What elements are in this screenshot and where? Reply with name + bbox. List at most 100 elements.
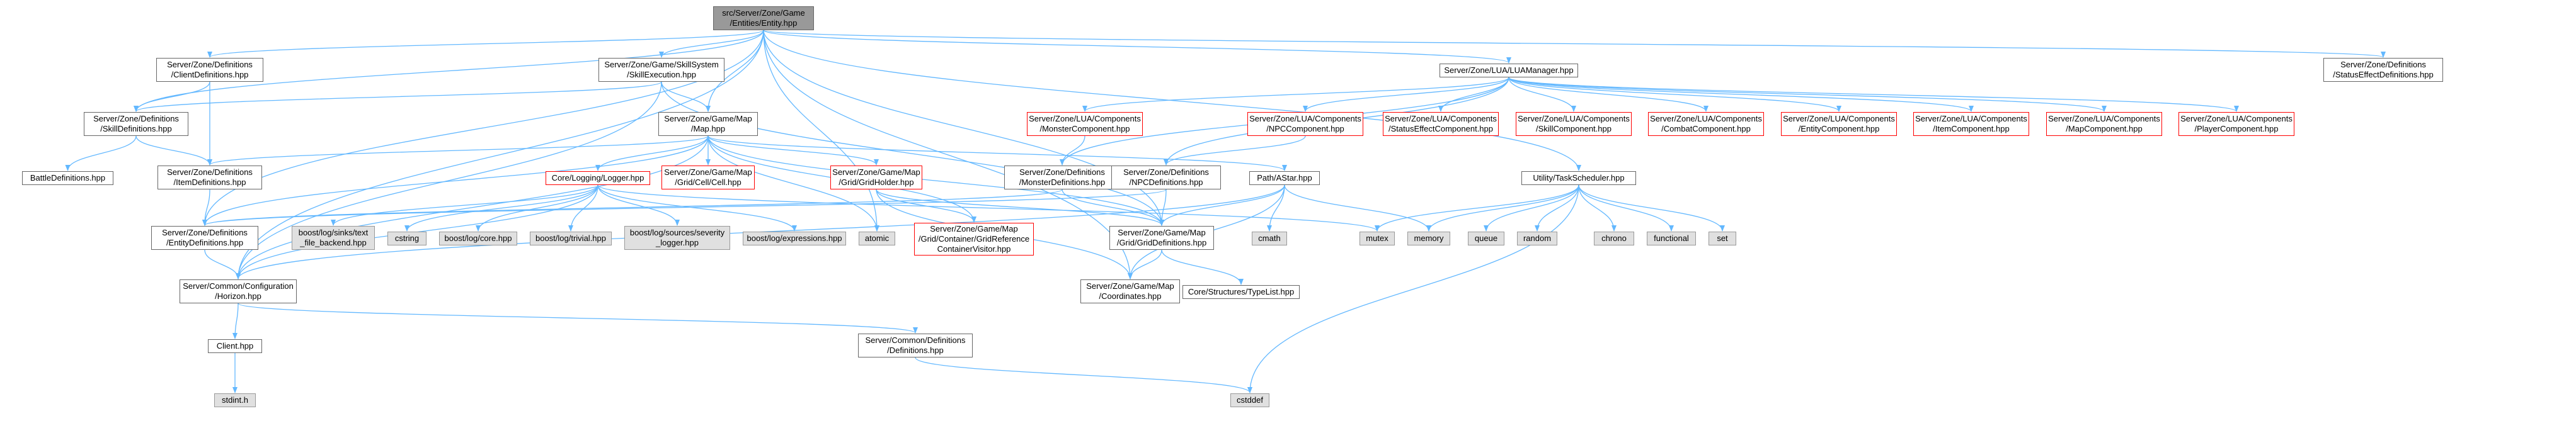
edge-luamgr-to-playercomp [1508, 77, 2239, 112]
node-statuseffdef[interactable]: Server/Zone/Definitions /StatusEffectDef… [2323, 58, 2443, 82]
edge-entity-to-skilldef [134, 30, 764, 112]
edge-skillexec-to-griddef [661, 81, 1164, 226]
node-trivial[interactable]: boost/log/trivial.hpp [530, 232, 612, 245]
edge-luamgr-to-itemcomp [1508, 77, 1974, 112]
node-cstddef[interactable]: cstddef [1230, 393, 1269, 407]
edge-tasksched-to-memory [1426, 184, 1579, 232]
node-griddef[interactable]: Server/Zone/Game/Map /Grid/GridDefinitio… [1109, 226, 1214, 250]
node-luamgr[interactable]: Server/Zone/LUA/LUAManager.hpp [1440, 64, 1578, 77]
edge-logger-to-trivial [568, 184, 598, 232]
node-statuscomp[interactable]: Server/Zone/LUA/Components /StatusEffect… [1383, 112, 1499, 136]
edge-luamgr-to-combatcomp [1508, 77, 1709, 112]
node-chrono[interactable]: chrono [1594, 232, 1634, 245]
edge-skillexec-to-map [661, 81, 711, 112]
edge-npcdef-to-entitydef [202, 189, 1167, 226]
edge-horizon-to-client [232, 303, 239, 339]
node-clientdef[interactable]: Server/Zone/Definitions /ClientDefinitio… [156, 58, 263, 82]
node-itemcomp[interactable]: Server/Zone/LUA/Components /ItemComponen… [1913, 112, 2029, 136]
node-tasksched[interactable]: Utility/TaskScheduler.hpp [1521, 171, 1636, 185]
node-monsterdef[interactable]: Server/Zone/Definitions /MonsterDefiniti… [1004, 166, 1120, 189]
edge-tasksched-to-chrono [1578, 184, 1617, 232]
node-entitycomp[interactable]: Server/Zone/LUA/Components /EntityCompon… [1781, 112, 1897, 136]
node-battledef[interactable]: BattleDefinitions.hpp [22, 171, 113, 185]
edge-logger-to-mutex [597, 184, 1380, 232]
node-typelist[interactable]: Core/Structures/TypeList.hpp [1182, 285, 1300, 299]
node-functional[interactable]: functional [1647, 232, 1696, 245]
edge-luamgr-to-statuscomp [1438, 77, 1509, 112]
node-logcore[interactable]: boost/log/core.hpp [439, 232, 517, 245]
node-itemdef[interactable]: Server/Zone/Definitions /ItemDefinitions… [157, 166, 262, 189]
edge-gridholder-to-visitor [876, 189, 976, 223]
edge-luamgr-to-monstercomp [1082, 77, 1509, 112]
node-astar[interactable]: Path/AStar.hpp [1249, 171, 1320, 185]
node-commondef[interactable]: Server/Common/Definitions /Definitions.h… [858, 334, 973, 357]
edge-griddef-to-typelist [1161, 249, 1244, 285]
node-monstercomp[interactable]: Server/Zone/LUA/Components /MonsterCompo… [1027, 112, 1143, 136]
edge-entity-to-atomic [763, 30, 879, 232]
node-skillcomp[interactable]: Server/Zone/LUA/Components /SkillCompone… [1516, 112, 1632, 136]
node-combatcomp[interactable]: Server/Zone/LUA/Components /CombatCompon… [1648, 112, 1764, 136]
edge-skilldef-to-battledef [65, 135, 137, 171]
edge-map-to-horizon [236, 135, 709, 279]
edge-tasksched-to-set [1578, 184, 1725, 232]
node-mutex[interactable]: mutex [1360, 232, 1395, 245]
edge-tasksched-to-random [1535, 184, 1579, 232]
edge-entitydef-to-horizon [204, 249, 241, 279]
edge-entity-to-statuseffdef [763, 30, 2385, 58]
edge-map-to-astar [707, 135, 1287, 171]
node-cell[interactable]: Server/Zone/Game/Map /Grid/Cell/Cell.hpp [661, 166, 755, 189]
node-random[interactable]: random [1517, 232, 1557, 245]
edge-luamgr-to-entitycomp [1508, 77, 1841, 112]
edge-astar-to-cmath [1267, 184, 1285, 232]
node-npcdef[interactable]: Server/Zone/Definitions /NPCDefinitions.… [1111, 166, 1221, 189]
node-visitor[interactable]: Server/Zone/Game/Map /Grid/Container/Gri… [914, 223, 1034, 256]
node-entity[interactable]: src/Server/Zone/Game /Entities/Entity.hp… [713, 6, 814, 30]
edge-logger-to-severity [597, 184, 680, 226]
edge-skillexec-to-horizon [236, 81, 662, 279]
edge-entity-to-horizon [236, 30, 764, 279]
node-cstring[interactable]: cstring [387, 232, 426, 245]
edge-logger-to-sinks [331, 184, 598, 226]
edge-skillexec-to-skilldef [134, 81, 662, 112]
node-skilldef[interactable]: Server/Zone/Definitions /SkillDefinition… [84, 112, 188, 136]
node-logger[interactable]: Core/Logging/Logger.hpp [546, 171, 650, 185]
edge-map-to-logger [595, 135, 709, 171]
node-memory[interactable]: memory [1407, 232, 1450, 245]
node-map[interactable]: Server/Zone/Game/Map /Map.hpp [658, 112, 758, 136]
edge-astar-to-griddef [1159, 184, 1285, 226]
edge-commondef-to-cstddef [915, 357, 1252, 393]
node-coords[interactable]: Server/Zone/Game/Map /Coordinates.hpp [1080, 279, 1180, 303]
edge-tasksched-to-functional [1578, 184, 1674, 232]
node-playercomp[interactable]: Server/Zone/LUA/Components /PlayerCompon… [2178, 112, 2294, 136]
edge-griddef-to-coords [1128, 249, 1162, 279]
node-skillexec[interactable]: Server/Zone/Game/SkillSystem /SkillExecu… [598, 58, 724, 82]
node-set[interactable]: set [1709, 232, 1736, 245]
node-atomic[interactable]: atomic [859, 232, 895, 245]
node-npccomp[interactable]: Server/Zone/LUA/Components /NPCComponent… [1247, 112, 1363, 136]
edge-map-to-itemdef [207, 135, 709, 166]
node-client[interactable]: Client.hpp [208, 339, 262, 353]
node-entitydef[interactable]: Server/Zone/Definitions /EntityDefinitio… [151, 226, 258, 250]
edge-clientdef-to-skilldef [134, 81, 210, 112]
edge-entity-to-clientdef [207, 30, 764, 58]
edge-tasksched-to-queue [1484, 184, 1579, 232]
edge-map-to-atomic [707, 135, 879, 232]
node-cmath[interactable]: cmath [1252, 232, 1287, 245]
node-queue[interactable]: queue [1468, 232, 1504, 245]
edge-entity-to-coords [763, 30, 1133, 279]
edge-logger-to-cstring [404, 184, 598, 232]
edge-horizon-to-commondef [238, 303, 918, 334]
edge-tasksched-to-mutex [1375, 184, 1579, 232]
node-severity[interactable]: boost/log/sources/severity _logger.hpp [624, 226, 730, 250]
edge-map-to-griddef [707, 135, 1164, 226]
node-stdint[interactable]: stdint.h [214, 393, 256, 407]
edge-tasksched-to-cstddef [1247, 184, 1579, 393]
edge-luamgr-to-npccomp [1303, 77, 1509, 112]
node-horizon[interactable]: Server/Common/Configuration /Horizon.hpp [180, 279, 297, 303]
edge-npccomp-to-npcdef [1164, 135, 1306, 166]
node-sinks[interactable]: boost/log/sinks/text _file_backend.hpp [292, 226, 375, 250]
node-expressions[interactable]: boost/log/expressions.hpp [743, 232, 846, 245]
node-gridholder[interactable]: Server/Zone/Game/Map /Grid/GridHolder.hp… [830, 166, 922, 189]
node-mapcomp[interactable]: Server/Zone/LUA/Components /MapComponent… [2046, 112, 2162, 136]
